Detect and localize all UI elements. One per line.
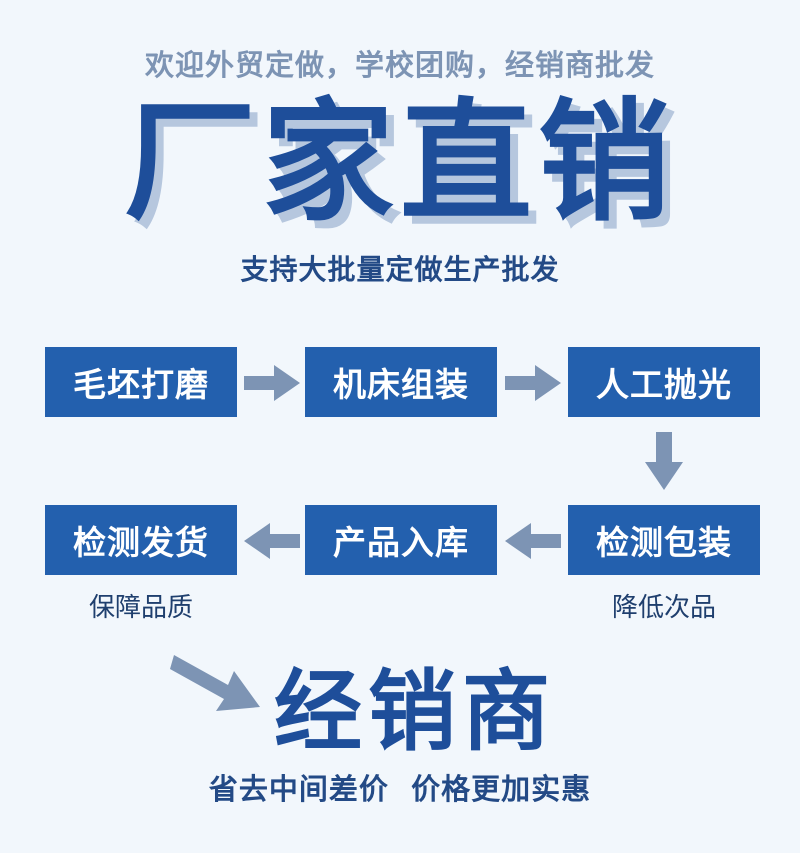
note-defects: 降低次品 bbox=[611, 593, 716, 623]
arrow-diagonal-icon bbox=[168, 645, 268, 715]
step-inspect-ship: 检测发货 bbox=[45, 505, 237, 575]
arrow-left-icon bbox=[244, 523, 300, 559]
step-manual-polishing: 人工抛光 bbox=[568, 347, 760, 417]
arrow-left-icon bbox=[505, 523, 561, 559]
welcome-banner: 欢迎外贸定做，学校团购，经销商批发 bbox=[144, 48, 655, 82]
arrow-down-icon bbox=[645, 432, 683, 490]
step-machine-assembly: 机床组装 bbox=[305, 347, 497, 417]
arrow-right-icon bbox=[505, 365, 561, 401]
arrow-right-icon bbox=[244, 365, 300, 401]
note-quality: 保障品质 bbox=[88, 593, 193, 623]
hero-title: 厂家直销 bbox=[124, 86, 676, 240]
step-inspect-pack: 检测包装 bbox=[568, 505, 760, 575]
step-rough-grinding: 毛坯打磨 bbox=[45, 347, 237, 417]
dealer-title: 经销商 bbox=[274, 660, 557, 763]
step-warehousing: 产品入库 bbox=[305, 505, 497, 575]
subtitle: 支持大批量定做生产批发 bbox=[240, 253, 560, 286]
price-tagline: 省去中间差价 价格更加实惠 bbox=[208, 772, 592, 806]
